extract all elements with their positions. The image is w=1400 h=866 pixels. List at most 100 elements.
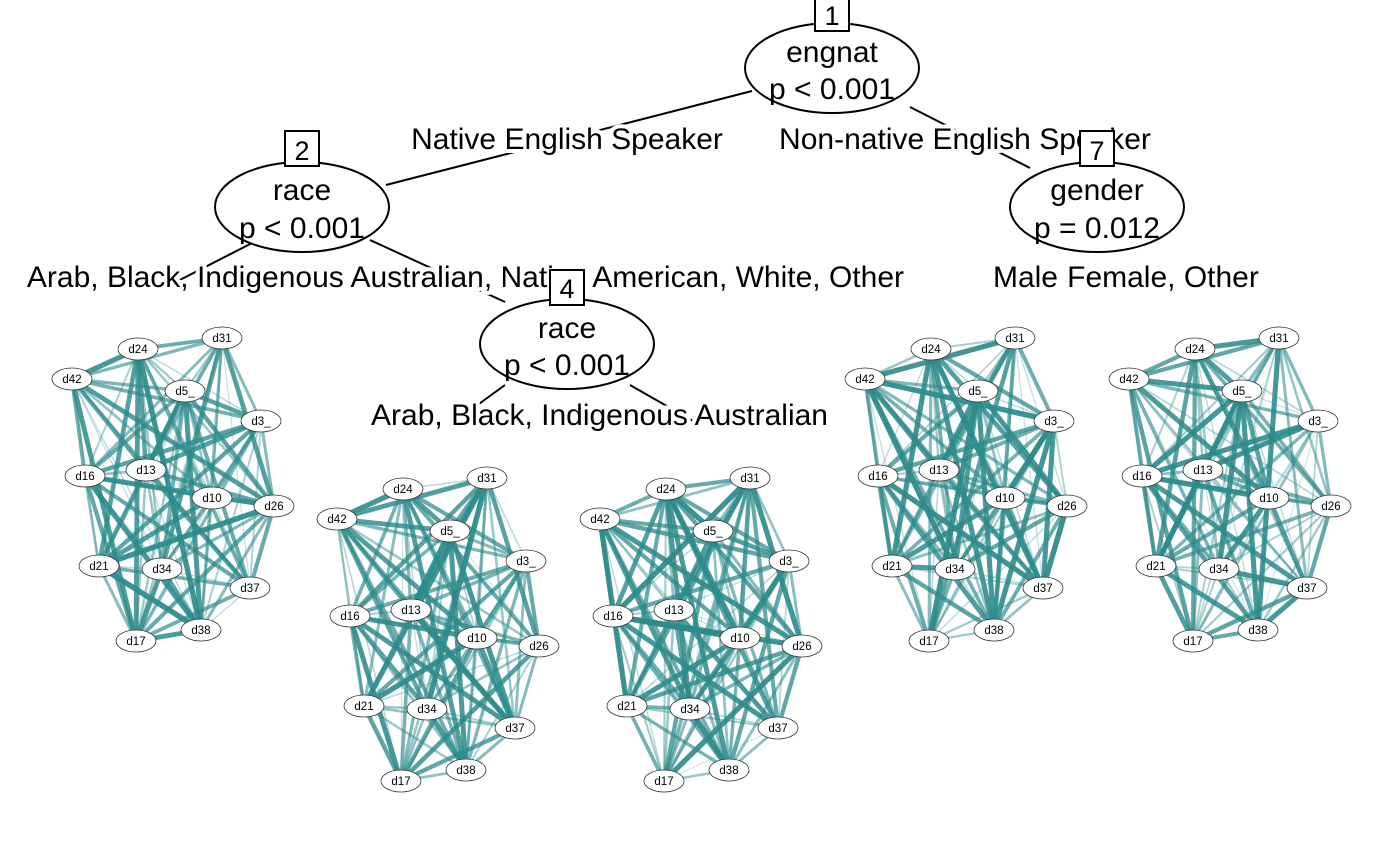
network-node-label: d10 (1259, 493, 1278, 505)
network-edge (662, 608, 676, 783)
network-node-d31: d31 (729, 466, 771, 490)
network-edge (401, 487, 541, 648)
network-edge (952, 503, 1070, 572)
network-node-d38: d38 (973, 618, 1015, 642)
network-node-ellipse (1310, 494, 1352, 518)
network-node-ellipse (1297, 409, 1339, 433)
network-edge (1201, 468, 1309, 590)
network-edge (134, 389, 187, 643)
network-node-d5: d5_ (1221, 379, 1263, 403)
network-edge (737, 475, 753, 641)
network-node-d42: d42 (1108, 367, 1150, 391)
network-edge (409, 559, 528, 612)
network-node-label: d37 (1033, 583, 1052, 595)
node-2-p: p < 0.001 (239, 212, 365, 245)
network-node-ellipse (1258, 326, 1300, 350)
network-node-label: d42 (855, 374, 874, 386)
split-label-node4-left: Arab, Black, Indigenous Australian (371, 399, 828, 432)
network-node-d16: d16 (64, 464, 106, 488)
network-edge (864, 378, 930, 642)
network-node-ellipse (984, 486, 1026, 510)
network-node-label: d34 (945, 564, 965, 576)
network-node-d38: d38 (180, 618, 222, 642)
network-node-ellipse (117, 337, 159, 361)
network-node-ellipse (456, 626, 498, 650)
network-node-ellipse (125, 458, 167, 482)
network-edge (69, 376, 277, 509)
node-7-p: p = 0.012 (1034, 212, 1160, 245)
network-node-d21: d21 (1135, 554, 1177, 578)
network-node-d38: d38 (1237, 618, 1279, 642)
network-node-ellipse (380, 769, 422, 793)
network-node-ellipse (518, 634, 560, 658)
network-node-label: d13 (929, 465, 948, 477)
network-node-label: d42 (327, 514, 346, 526)
network-node-d5: d5_ (429, 519, 471, 543)
network-edge (875, 473, 997, 633)
network-node-ellipse (78, 554, 120, 578)
network-node-ellipse (141, 557, 183, 581)
network-node-ellipse (1135, 554, 1177, 578)
network-node-label: d31 (1005, 333, 1024, 345)
network-edge (1191, 504, 1333, 643)
network-node-label: d42 (590, 514, 609, 526)
network-node-label: d31 (1269, 333, 1288, 345)
network-edge (1153, 467, 1206, 569)
network-edge (200, 420, 262, 631)
network-node-ellipse (857, 464, 899, 488)
network-edge (1139, 473, 1261, 633)
network-node-d21: d21 (78, 554, 120, 578)
network-edge (787, 559, 804, 648)
split-label-race-left: Arab, Black, Indigenous Australian, Nati… (27, 261, 904, 294)
network-node-ellipse (692, 519, 734, 543)
network-node-ellipse (1174, 337, 1216, 361)
network-node-ellipse (240, 409, 282, 433)
network-edge (1153, 495, 1272, 569)
node-1-id-box (814, 0, 850, 32)
network-node-label: d31 (740, 473, 759, 485)
network-node-ellipse (316, 507, 358, 531)
network-edge (336, 518, 402, 782)
network-node-label: d16 (75, 471, 94, 483)
network-node-label: d17 (919, 636, 938, 648)
network-node-d10: d10 (191, 486, 233, 510)
network-edge (928, 469, 940, 642)
network-edge (711, 529, 804, 648)
network-edge (1128, 378, 1332, 507)
network-node-d17: d17 (115, 629, 157, 653)
network-edge (671, 607, 781, 731)
network-node-label: d5_ (968, 386, 988, 398)
network-edge (1255, 335, 1282, 633)
network-node-label: d34 (417, 704, 437, 716)
network-node-label: d26 (792, 641, 811, 653)
network-node-d34: d34 (1198, 557, 1240, 581)
node-2-id-box (284, 130, 320, 167)
node-4-id-box (549, 269, 585, 306)
network-edge (1200, 418, 1321, 473)
network-node-ellipse (1221, 379, 1263, 403)
network-node-d13: d13 (653, 598, 695, 622)
network-node-label: d3_ (1044, 416, 1064, 428)
network-node-label: d38 (1248, 625, 1267, 637)
network-node-d38: d38 (708, 758, 750, 782)
network-node-label: d21 (354, 701, 373, 713)
network-edge (671, 607, 693, 712)
network-node-ellipse (719, 626, 761, 650)
network-node-label: d38 (191, 625, 210, 637)
network-edge (1127, 377, 1309, 590)
network-edge (775, 643, 805, 731)
network-node-label: d37 (505, 723, 524, 735)
network-edge (71, 378, 202, 631)
network-edge (1053, 420, 1068, 507)
network-node-ellipse (1286, 576, 1328, 600)
network-node-d37: d37 (229, 576, 271, 600)
network-node-d26: d26 (1046, 494, 1088, 518)
network-edge (612, 615, 628, 707)
network-node-ellipse (229, 576, 271, 600)
network-node-label: d26 (529, 641, 548, 653)
network-node-d10: d10 (719, 626, 761, 650)
network-edge (1126, 376, 1196, 644)
network-node-label: d13 (664, 605, 683, 617)
network-node-d24: d24 (382, 477, 424, 501)
